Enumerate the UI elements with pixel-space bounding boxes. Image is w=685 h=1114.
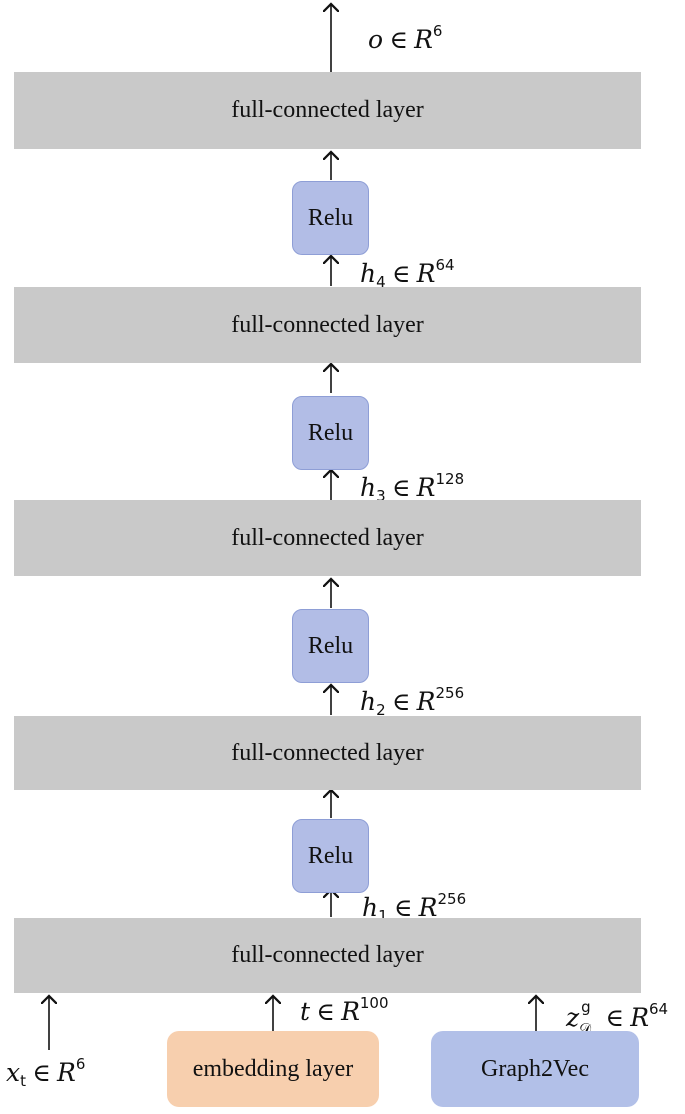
relu-label: Relu [307,632,354,659]
fc-layer-1: full-connected layer [14,918,641,993]
t-label: t ∈ R100 [300,994,389,1026]
embedding-layer-box: embedding layer [167,1031,379,1107]
fc-layer-label: full-connected layer [231,97,424,123]
fc-layer-label: full-connected layer [231,524,424,551]
graph2vec-box: Graph2Vec [431,1031,639,1107]
fc-layer-label: full-connected layer [231,739,424,766]
output-label: o ∈ R6 [368,22,443,54]
fc-layer-4: full-connected layer [14,287,641,363]
relu-label: Relu [307,204,354,231]
fc-layer-5: full-connected layer [14,72,641,149]
h3-label: h3 ∈ R128 [360,470,465,505]
fc-layer-2: full-connected layer [14,716,641,790]
relu-2: Relu [292,609,369,683]
h4-label: h4 ∈ R64 [360,256,455,291]
fc-layer-3: full-connected layer [14,500,641,576]
h1-label: h1 ∈ R256 [362,890,467,925]
fc-layer-label: full-connected layer [231,942,424,968]
relu-label: Relu [307,419,354,446]
graph2vec-label: Graph2Vec [481,1055,589,1082]
x-label: xt ∈ R6 [6,1055,86,1090]
relu-1: Relu [292,819,369,893]
relu-3: Relu [292,396,369,470]
h2-label: h2 ∈ R256 [360,684,465,719]
embedding-layer-label: embedding layer [192,1055,354,1082]
relu-4: Relu [292,181,369,255]
relu-label: Relu [307,842,354,869]
fc-layer-label: full-connected layer [231,311,424,338]
